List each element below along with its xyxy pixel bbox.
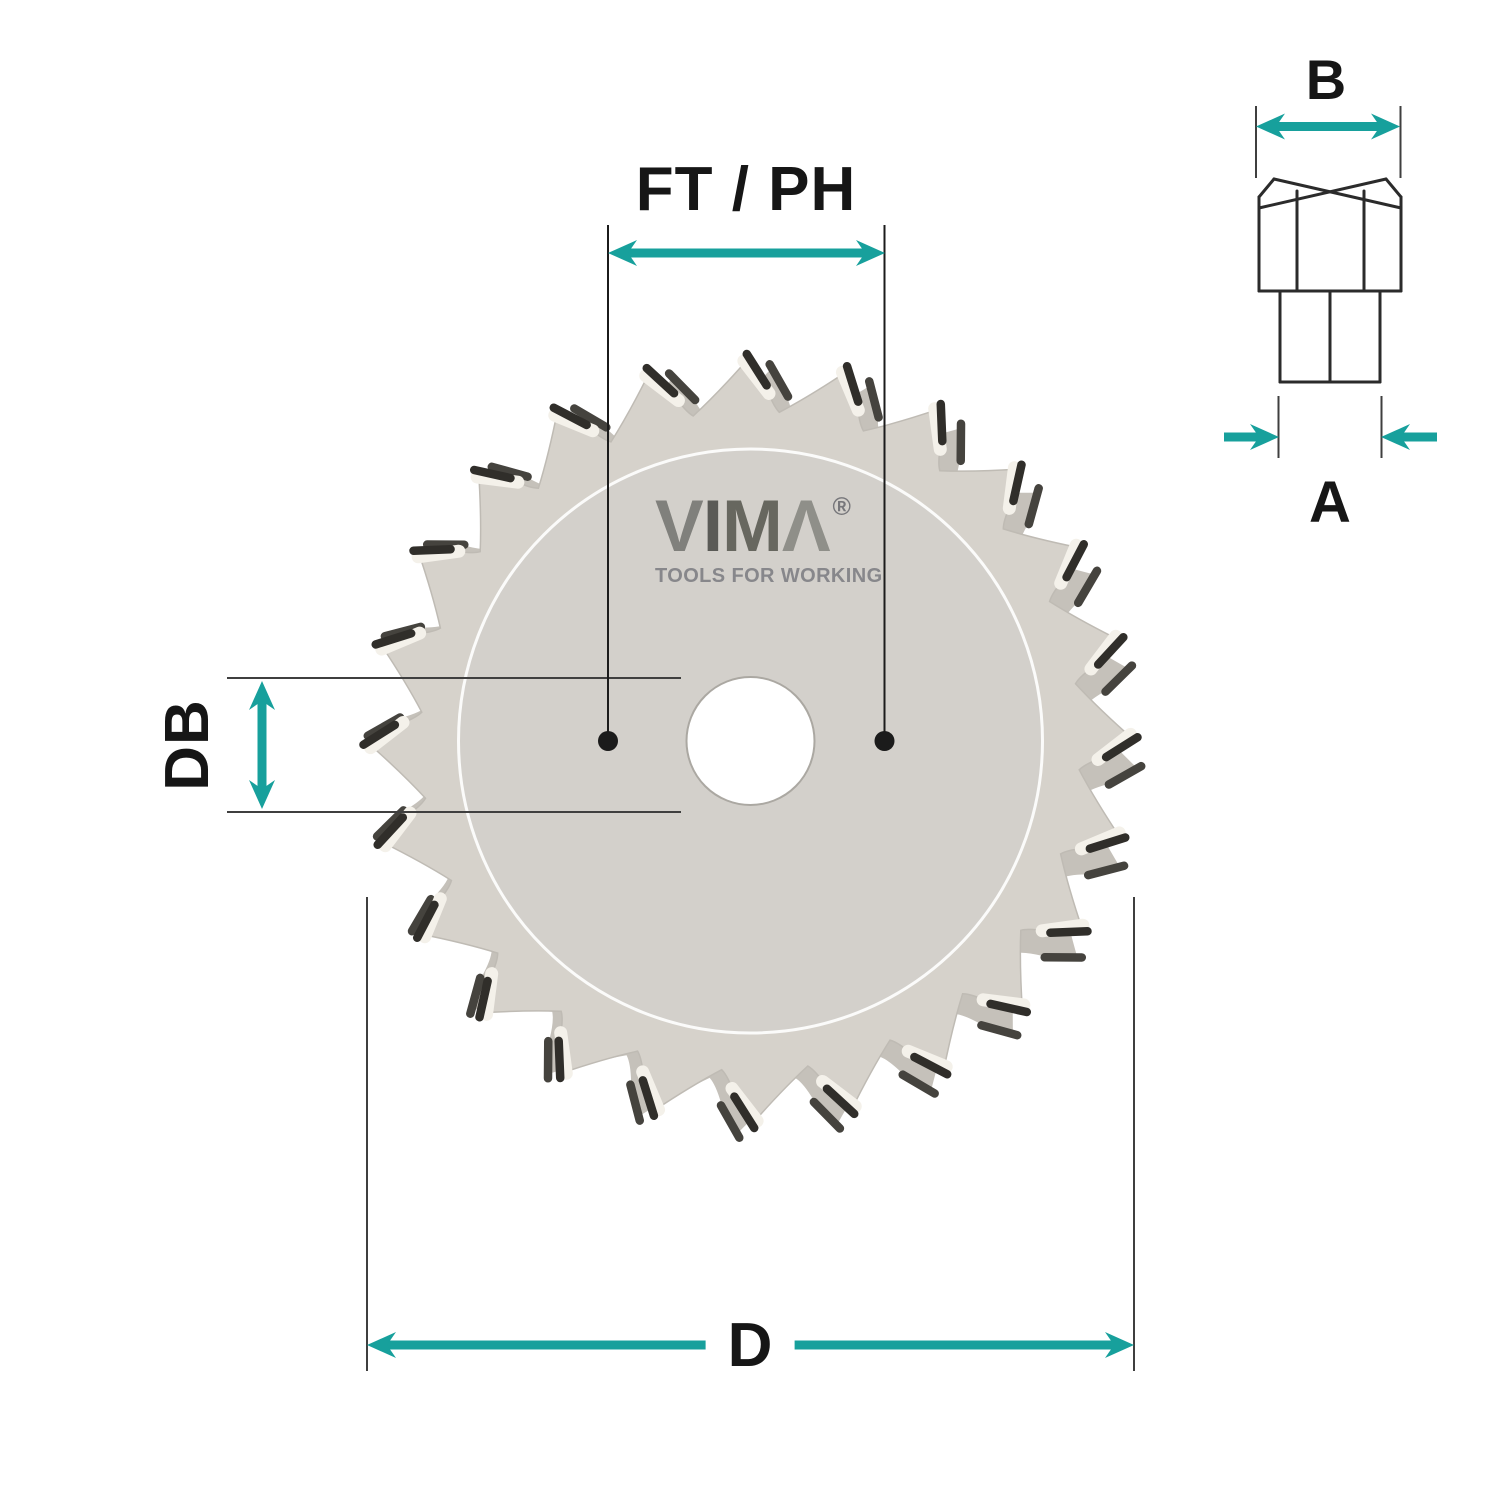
dim-label-db: DB	[153, 699, 222, 791]
vima-logo-wordmark: VIMΛ®	[655, 490, 865, 563]
ftph-leader-lines	[598, 225, 895, 751]
dimension-arrows	[249, 113, 1437, 1358]
logo-letter: I	[702, 486, 723, 567]
logo-letter: V	[655, 486, 704, 567]
vima-logo: VIMΛ® TOOLS FOR WORKING	[655, 490, 883, 588]
dim-label-a: A	[1309, 470, 1351, 535]
dim-label-b: B	[1305, 48, 1347, 111]
extension-lines	[227, 106, 1402, 1371]
tooth-profile-drawing	[1257, 177, 1403, 384]
logo-letter: M	[722, 486, 783, 567]
scoring-blade-photo	[359, 349, 1142, 1133]
dim-label-ftph: FT / PH	[635, 155, 857, 224]
dim-label-d: D	[705, 1315, 795, 1377]
logo-tagline: TOOLS FOR WORKING	[655, 564, 883, 587]
registered-trademark-symbol: ®	[832, 493, 851, 521]
logo-letter: Λ	[781, 486, 831, 567]
